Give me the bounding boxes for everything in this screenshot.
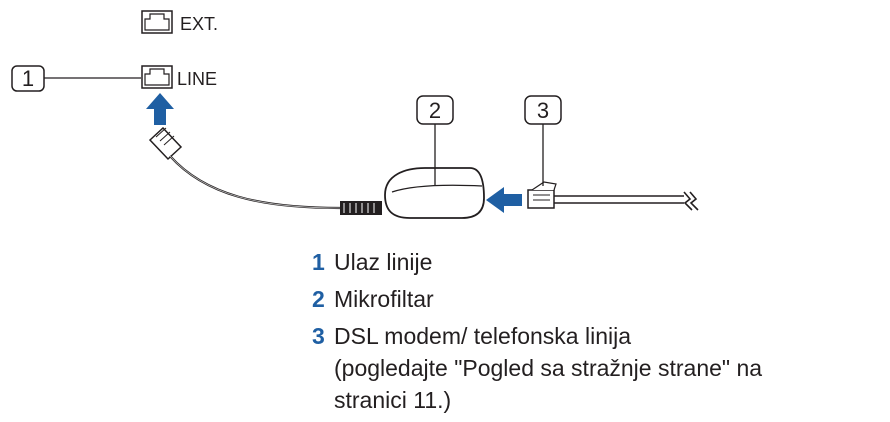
legend-number: 2 [312, 286, 325, 312]
legend-text: DSL modem/ telefonska linija (pogledajte… [334, 323, 763, 413]
cord-strain-relief [340, 201, 382, 215]
line-port: LINE [141, 65, 217, 89]
phone-plug-right [527, 181, 557, 209]
arrow-left-icon [486, 187, 522, 213]
callout-3-number: 3 [537, 98, 549, 123]
line-port-label: LINE [177, 69, 217, 89]
ext-port-label: EXT. [180, 14, 218, 34]
callout-2: 2 [416, 95, 454, 186]
legend-item: 2 Mikrofiltar [312, 283, 882, 315]
legend-item: 1 Ulaz linije [312, 246, 882, 278]
dsl-line-cable [554, 191, 699, 211]
phone-cord [169, 155, 341, 210]
legend-item: 3 DSL modem/ telefonska linija (pogledaj… [312, 320, 882, 416]
legend-text: Ulaz linije [334, 249, 433, 275]
phone-cord-inner [169, 155, 341, 209]
callout-1: 1 [11, 65, 141, 92]
legend-number: 1 [312, 249, 325, 275]
arrow-up-icon [146, 93, 174, 125]
connection-diagram: EXT. LINE 1 2 [11, 10, 699, 219]
phone-plug-left [148, 126, 183, 161]
line-port-icon [141, 65, 173, 89]
ext-port-icon [141, 10, 173, 34]
ext-port: EXT. [141, 10, 218, 34]
callout-2-number: 2 [429, 98, 441, 123]
microfilter [384, 167, 485, 219]
legend-list: 1 Ulaz linije 2 Mikrofiltar 3 DSL modem/… [312, 246, 882, 421]
cable-break-icon [683, 191, 699, 211]
callout-3: 3 [524, 95, 562, 186]
legend-number: 3 [312, 323, 325, 349]
callout-1-number: 1 [22, 66, 34, 91]
legend-text: Mikrofiltar [334, 286, 434, 312]
